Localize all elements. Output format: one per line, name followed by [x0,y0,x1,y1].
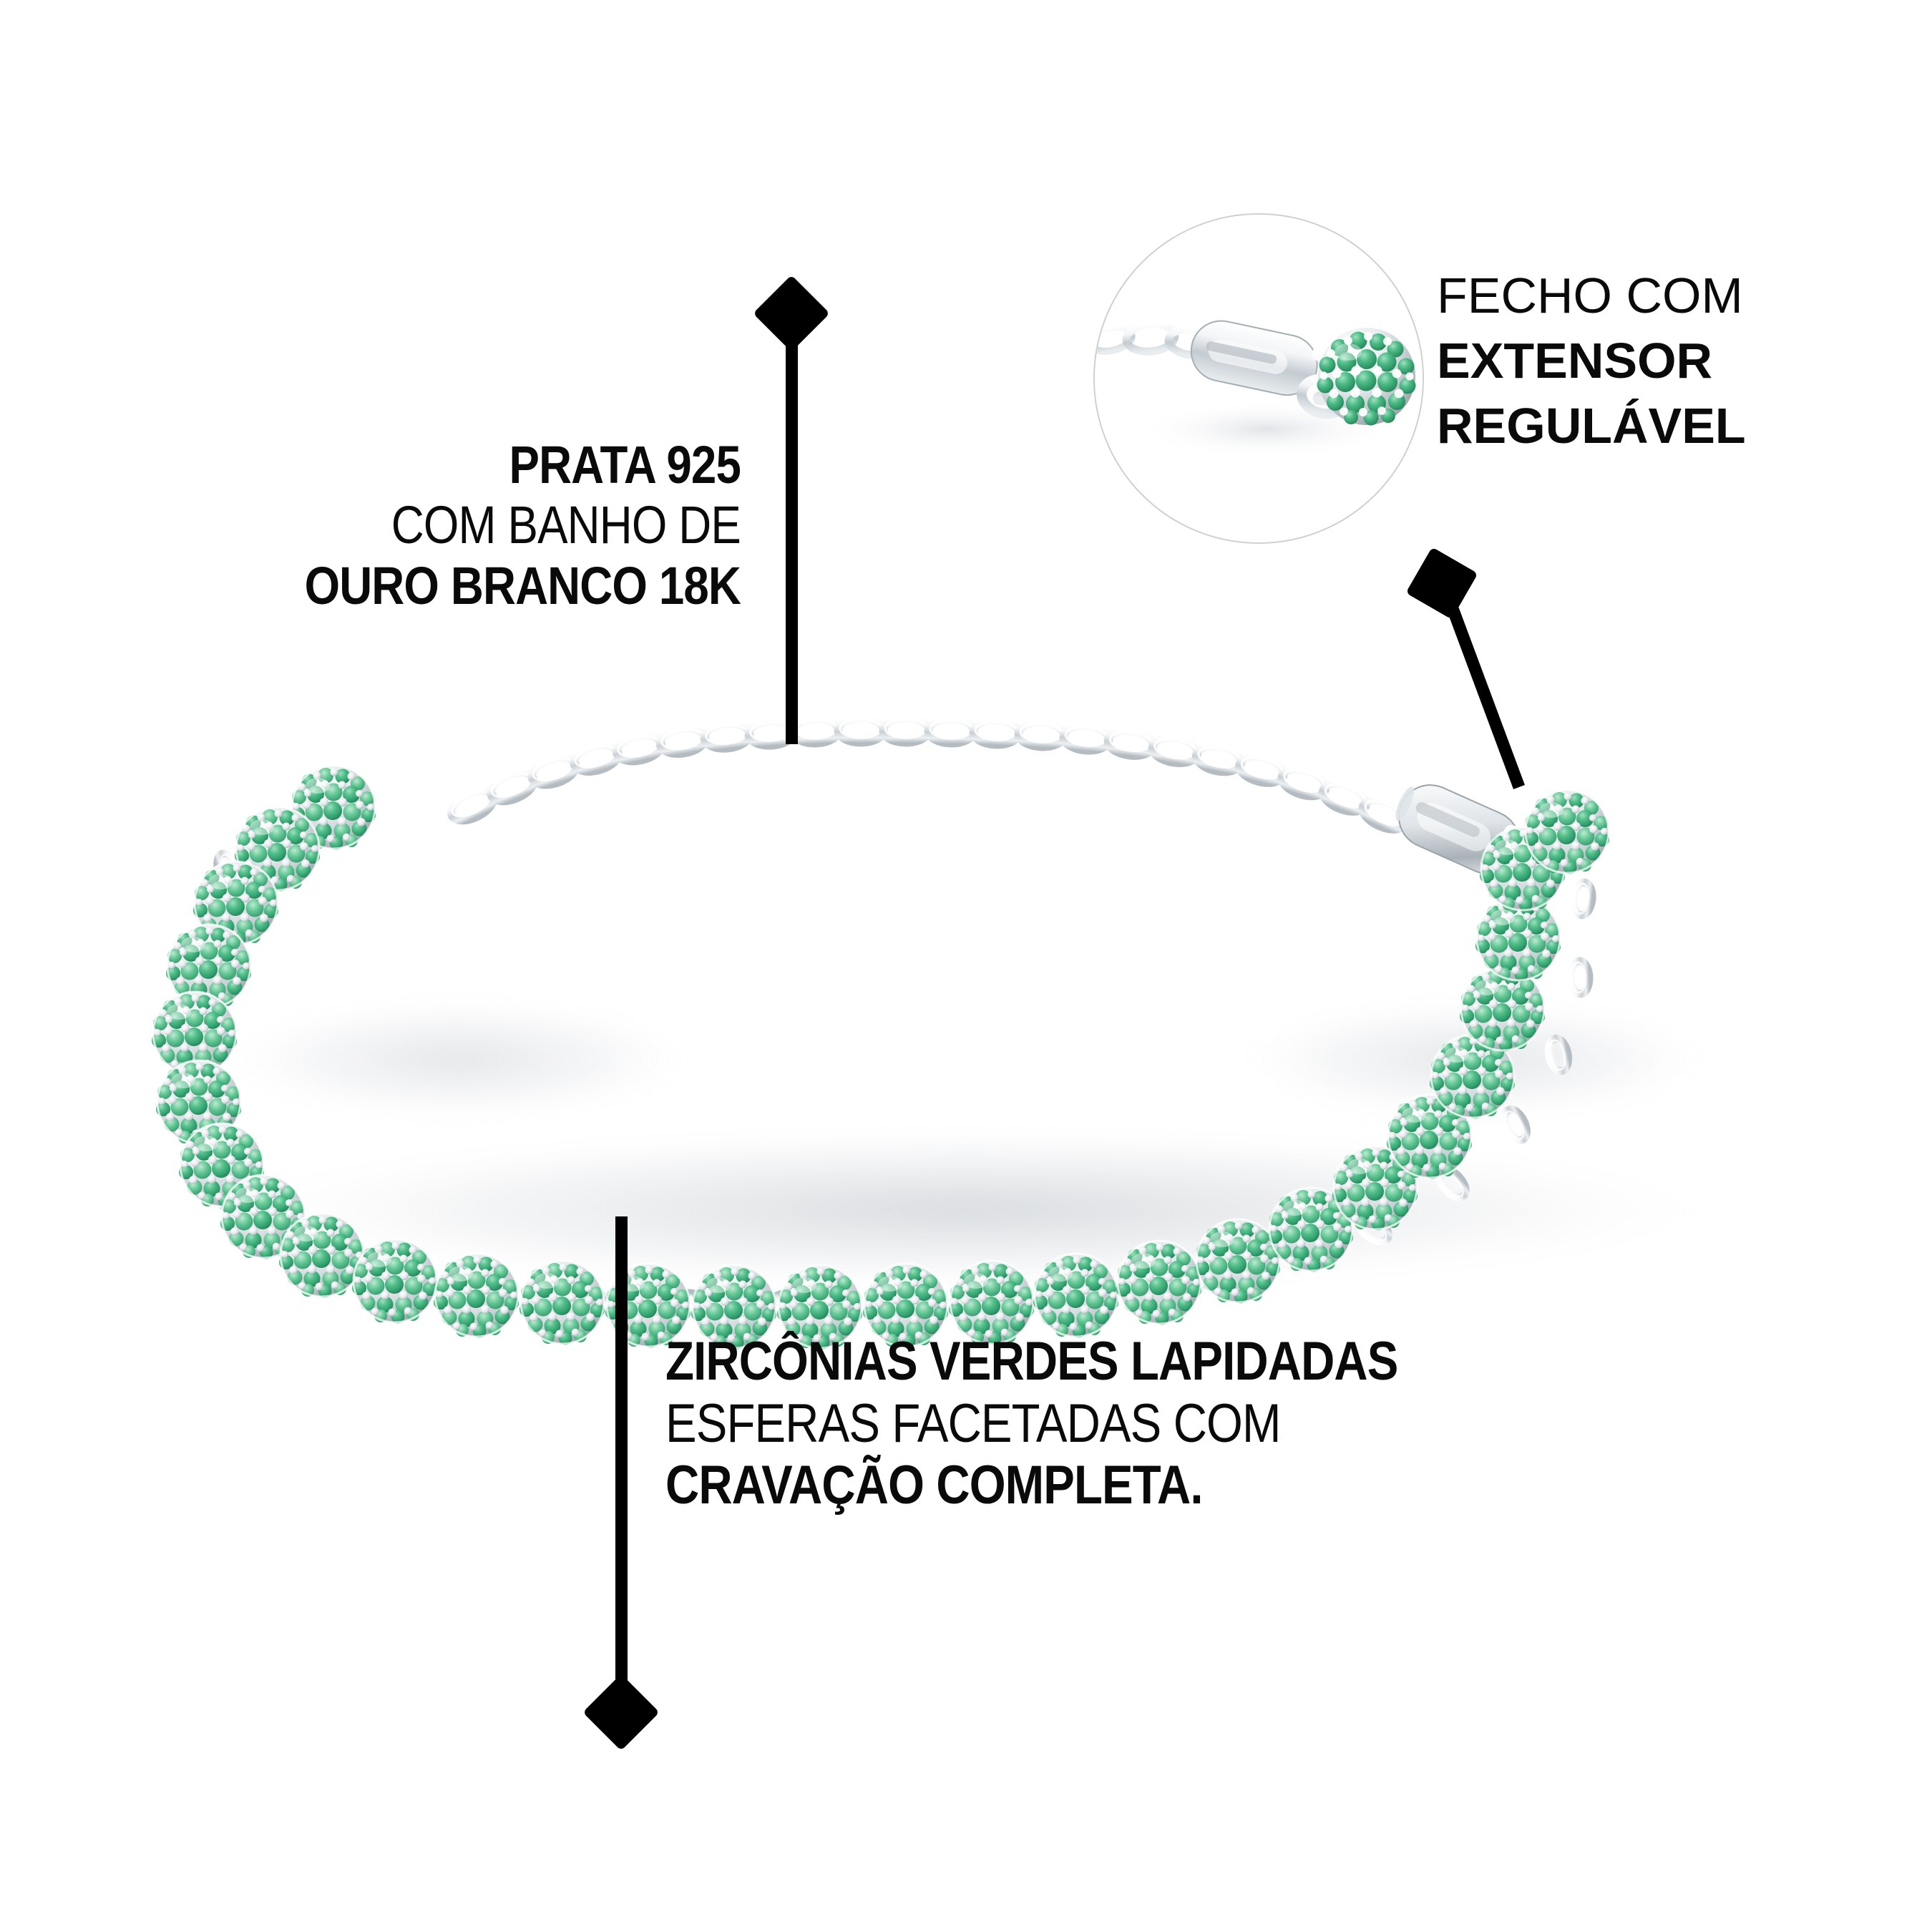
material-line-1: PRATA 925 [509,435,741,494]
stones-leader-line [615,1216,628,1710]
clasp-callout: FECHO COM EXTENSOR REGULÁVEL [1437,263,1909,459]
magnifier-circle-icon [1095,215,1423,542]
extension-chain [447,718,1410,836]
material-line-2: COM BANHO DE [391,495,741,555]
material-line-3: OURO BRANCO 18K [304,555,741,615]
stones-line-1: ZIRCÔNIAS VERDES LAPIDADAS [665,1331,1398,1392]
stones-line-3: CRAVAÇÃO COMPLETA. [665,1455,1204,1516]
stones-callout: ZIRCÔNIAS VERDES LAPIDADAS ESFERAS FACET… [665,1331,1739,1517]
clasp-line-3: REGULÁVEL [1437,398,1746,454]
clasp-detail-magnifier [1093,213,1424,544]
clasp-line-1: FECHO COM [1437,268,1743,323]
clasp-leader-line [1436,577,1525,789]
stones-line-2: ESFERAS FACETADAS COM [665,1392,1281,1454]
material-callout: PRATA 925 COM BANHO DE OURO BRANCO 18K [0,435,741,616]
clasp-line-2: EXTENSOR [1437,333,1713,389]
material-leader-line [786,322,798,744]
